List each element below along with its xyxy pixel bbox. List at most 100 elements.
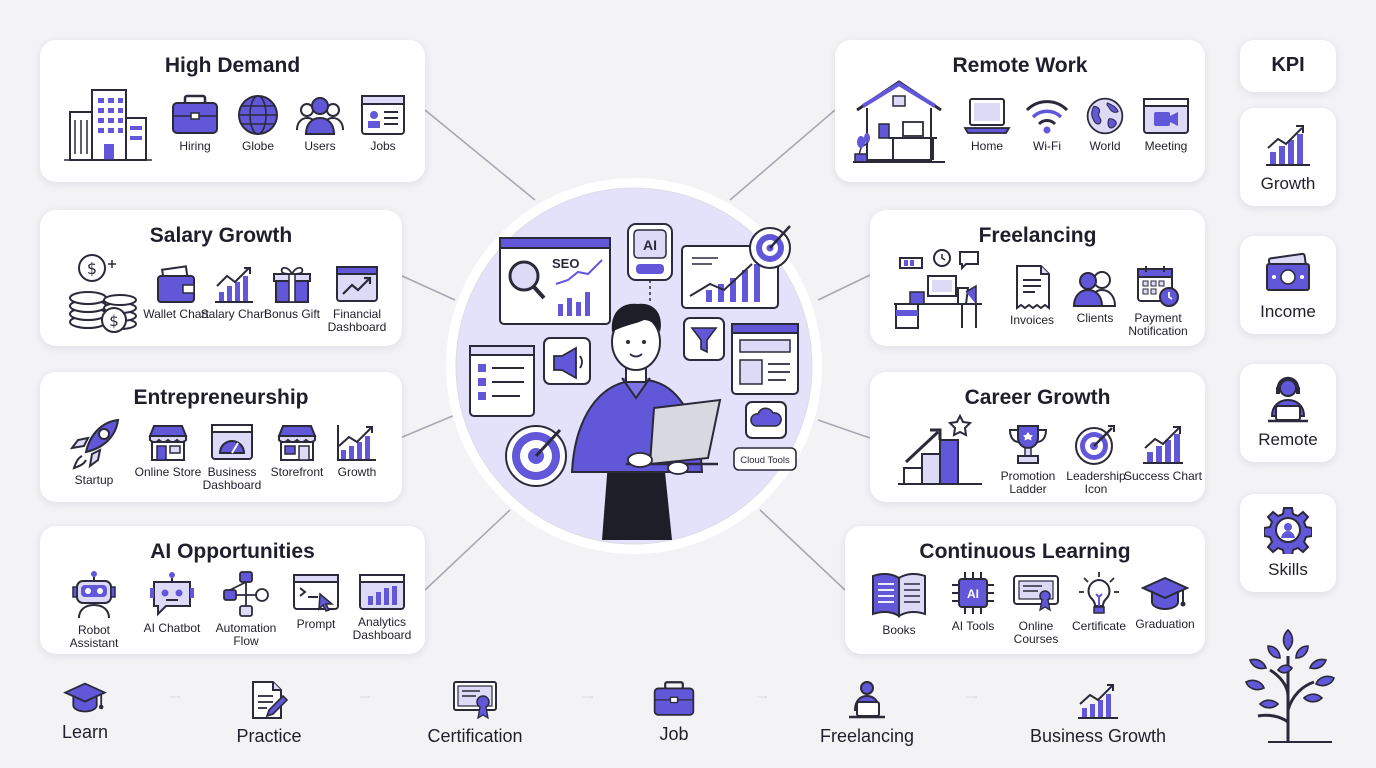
arrow-4 — [756, 696, 767, 698]
item-label: AI Tools — [951, 619, 995, 633]
cloud-label: Cloud Tools — [740, 455, 790, 466]
seo-window — [499, 237, 611, 325]
item-invoices: Invoices — [992, 264, 1072, 327]
card-title: Salary Growth — [149, 224, 293, 247]
calendar-clock-icon — [1137, 266, 1179, 307]
item-label: Business Dashboard — [202, 465, 262, 492]
person-with-laptop — [570, 303, 722, 540]
card-title: Career Growth — [964, 386, 1111, 409]
freelance-desk-icon — [894, 249, 982, 329]
item-online-store: Online Store — [128, 422, 208, 479]
target-icon — [1075, 425, 1115, 465]
gift-icon — [273, 266, 311, 303]
book-icon — [872, 572, 926, 618]
online-store-icon — [148, 425, 188, 461]
kpi-income: Income — [1240, 236, 1336, 334]
storefront-icon — [277, 425, 317, 461]
kpi-label: Skills — [1268, 560, 1308, 579]
item-hiring: Hiring — [155, 94, 235, 153]
item-jobs: Jobs — [343, 94, 423, 153]
step-label: Learn — [61, 722, 109, 742]
item-label: Promotion Ladder — [1000, 469, 1056, 496]
item-label: Success Chart — [1123, 469, 1203, 483]
card-remote-work: Remote Work Home Wi-Fi World Meeting — [835, 40, 1205, 182]
office-building-icon — [64, 89, 152, 161]
card-continuous-learning: Continuous Learning Books AI AI Tools On… — [845, 526, 1205, 654]
item-label: Storefront — [270, 465, 324, 479]
step-practice: Practice — [228, 680, 310, 747]
growth-chart-icon — [1078, 684, 1118, 719]
kpi-remote: Remote — [1240, 364, 1336, 462]
item-label: Financial Dashboard — [327, 307, 387, 334]
step-label: Practice — [236, 726, 302, 746]
item-ai-chatbot: AI Chatbot — [132, 570, 212, 635]
item-startup: Startup — [54, 416, 134, 487]
item-certificate: Certificate — [1059, 572, 1139, 633]
item-meeting: Meeting — [1126, 96, 1206, 153]
laptop-person-icon — [849, 681, 885, 719]
card-title: High Demand — [164, 54, 301, 77]
step-job: Job — [648, 680, 700, 745]
prompt-icon — [293, 574, 339, 612]
coins-icon: $ $ — [69, 254, 137, 333]
item-label: Salary Chart — [200, 307, 268, 321]
item-label: Meeting — [1144, 139, 1188, 153]
ai-chip-icon: AI — [952, 572, 994, 614]
ai-chip — [627, 223, 673, 302]
item-label: Automation Flow — [215, 621, 277, 648]
item-label: Prompt — [296, 617, 336, 631]
item-storefront: Storefront — [257, 422, 337, 479]
card-ai-opportunities: AI Opportunities Robot Assistant AI Chat… — [40, 526, 425, 654]
users-icon — [296, 97, 344, 135]
item-financial-dashboard: Financial Dashboard — [317, 264, 397, 334]
video-meeting-icon — [1143, 98, 1189, 134]
item-label: Online Store — [134, 465, 202, 479]
item-label: Payment Notification — [1128, 311, 1188, 338]
svg-text:$: $ — [87, 259, 97, 278]
item-salary-chart: Salary Chart — [194, 264, 274, 321]
item-label: Growth — [337, 465, 377, 479]
salary-chart-icon — [215, 267, 253, 303]
step-label: Certification — [427, 726, 523, 746]
globe-icon — [238, 95, 278, 135]
kpi-header: KPI — [1240, 40, 1336, 92]
item-label: Robot Assistant — [69, 623, 119, 650]
item-ai-tools: AI AI Tools — [933, 570, 1013, 633]
document-pen-icon — [252, 681, 289, 719]
kpi-growth: Growth — [1240, 108, 1336, 206]
funnel-icon — [683, 317, 725, 361]
item-label: Bonus Gift — [263, 307, 321, 321]
success-chart-icon — [1143, 426, 1183, 464]
arrow-2 — [359, 696, 370, 698]
card-career-growth: Career Growth Promotion Ladder Leadershi… — [870, 372, 1205, 502]
item-wifi: Wi-Fi — [1007, 96, 1087, 153]
item-label: Invoices — [1009, 313, 1055, 327]
robot-icon — [72, 571, 116, 619]
step-certification: Certification — [420, 680, 530, 747]
wifi-icon — [1025, 100, 1069, 134]
item-label: Hiring — [179, 139, 211, 153]
card-title: AI Opportunities — [150, 540, 315, 563]
item-robot-assistant: Robot Assistant — [54, 570, 134, 650]
item-label: Globe — [241, 139, 275, 153]
world-icon — [1086, 97, 1124, 135]
laptop-icon — [963, 98, 1011, 134]
card-high-demand: High Demand Hiring Globe Users Jobs — [40, 40, 425, 182]
item-label: Certificate — [1071, 619, 1127, 633]
svg-text:$: $ — [109, 312, 119, 330]
item-label: World — [1089, 139, 1121, 153]
cloud-icon — [733, 401, 797, 471]
card-entrepreneurship: Entrepreneurship Startup Online Store Bu… — [40, 372, 402, 502]
financial-dashboard-icon — [336, 266, 378, 302]
item-payment-notification: Payment Notification — [1118, 264, 1198, 338]
item-bonus-gift: Bonus Gift — [252, 264, 332, 321]
graduation-cap-icon — [1141, 576, 1189, 611]
money-icon — [1266, 252, 1310, 291]
certificate-icon — [453, 681, 497, 720]
certificate-screen-icon — [1013, 575, 1059, 612]
growth-tree-icon — [1245, 628, 1335, 743]
item-label: Wallet Chart — [143, 307, 209, 321]
step-label: Freelancing — [819, 726, 915, 746]
clients-icon — [1072, 271, 1117, 307]
